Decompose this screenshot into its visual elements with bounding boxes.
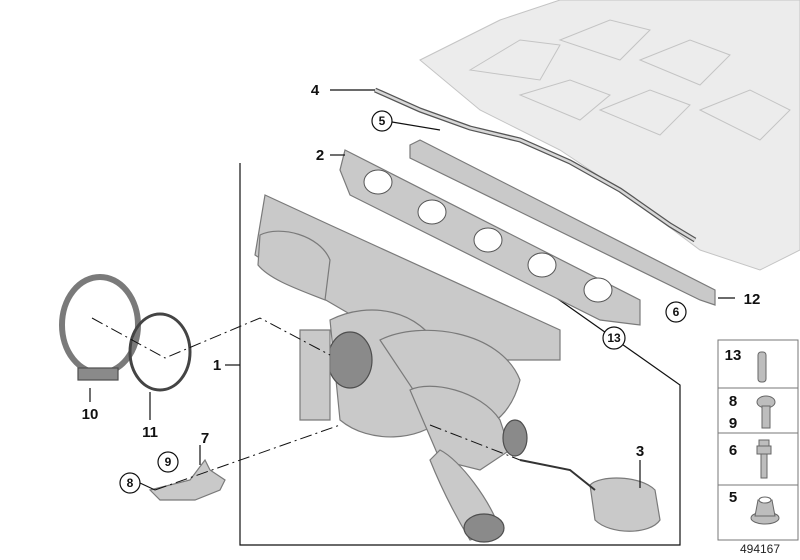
legend-9: 9 [729, 415, 737, 432]
callout-10: 10 [82, 406, 99, 423]
diagram-id: 494167 [740, 542, 780, 556]
pin-icon [757, 351, 767, 383]
callout-11: 11 [142, 424, 158, 441]
cylinder-head-background [419, 0, 800, 271]
callouts: 4 5 2 1 3 6 12 13 10 11 7 9 8 [82, 82, 761, 494]
part-11-seal-ring [128, 312, 192, 392]
callout-6: 6 [673, 305, 680, 319]
callout-5: 5 [379, 114, 386, 128]
leader-lines [89, 89, 735, 491]
part-2-manifold-gasket [339, 149, 641, 326]
callout-5-circle [371, 110, 393, 132]
callout-12: 12 [744, 291, 761, 308]
callout-13-circle [602, 326, 626, 350]
callout-2: 2 [316, 147, 324, 164]
part-6-stud-strip [409, 139, 716, 306]
legend-6: 6 [729, 442, 737, 459]
part-7-bracket [148, 458, 226, 501]
callout-6-circle [665, 301, 687, 323]
callout-3: 3 [636, 443, 644, 460]
callout-7: 7 [201, 430, 209, 447]
callout-9: 9 [165, 455, 172, 469]
callout-8: 8 [127, 476, 134, 490]
part-1-turbocharger [254, 194, 561, 543]
small-parts-legend: 13 8 9 6 5 [717, 339, 799, 541]
alignment-lines [91, 317, 521, 491]
part-3-actuator [519, 459, 661, 532]
callout-8-circle [119, 472, 141, 494]
part-1-boundary [239, 162, 681, 546]
legend-13: 13 [725, 347, 742, 364]
callout-9-circle [157, 451, 179, 473]
legend-8: 8 [729, 393, 737, 410]
stud-icon [758, 439, 770, 447]
legend-5: 5 [729, 489, 737, 506]
callout-4: 4 [311, 82, 320, 99]
callout-1: 1 [213, 357, 221, 374]
part-10-clamp [59, 274, 141, 381]
callout-13: 13 [607, 331, 621, 345]
